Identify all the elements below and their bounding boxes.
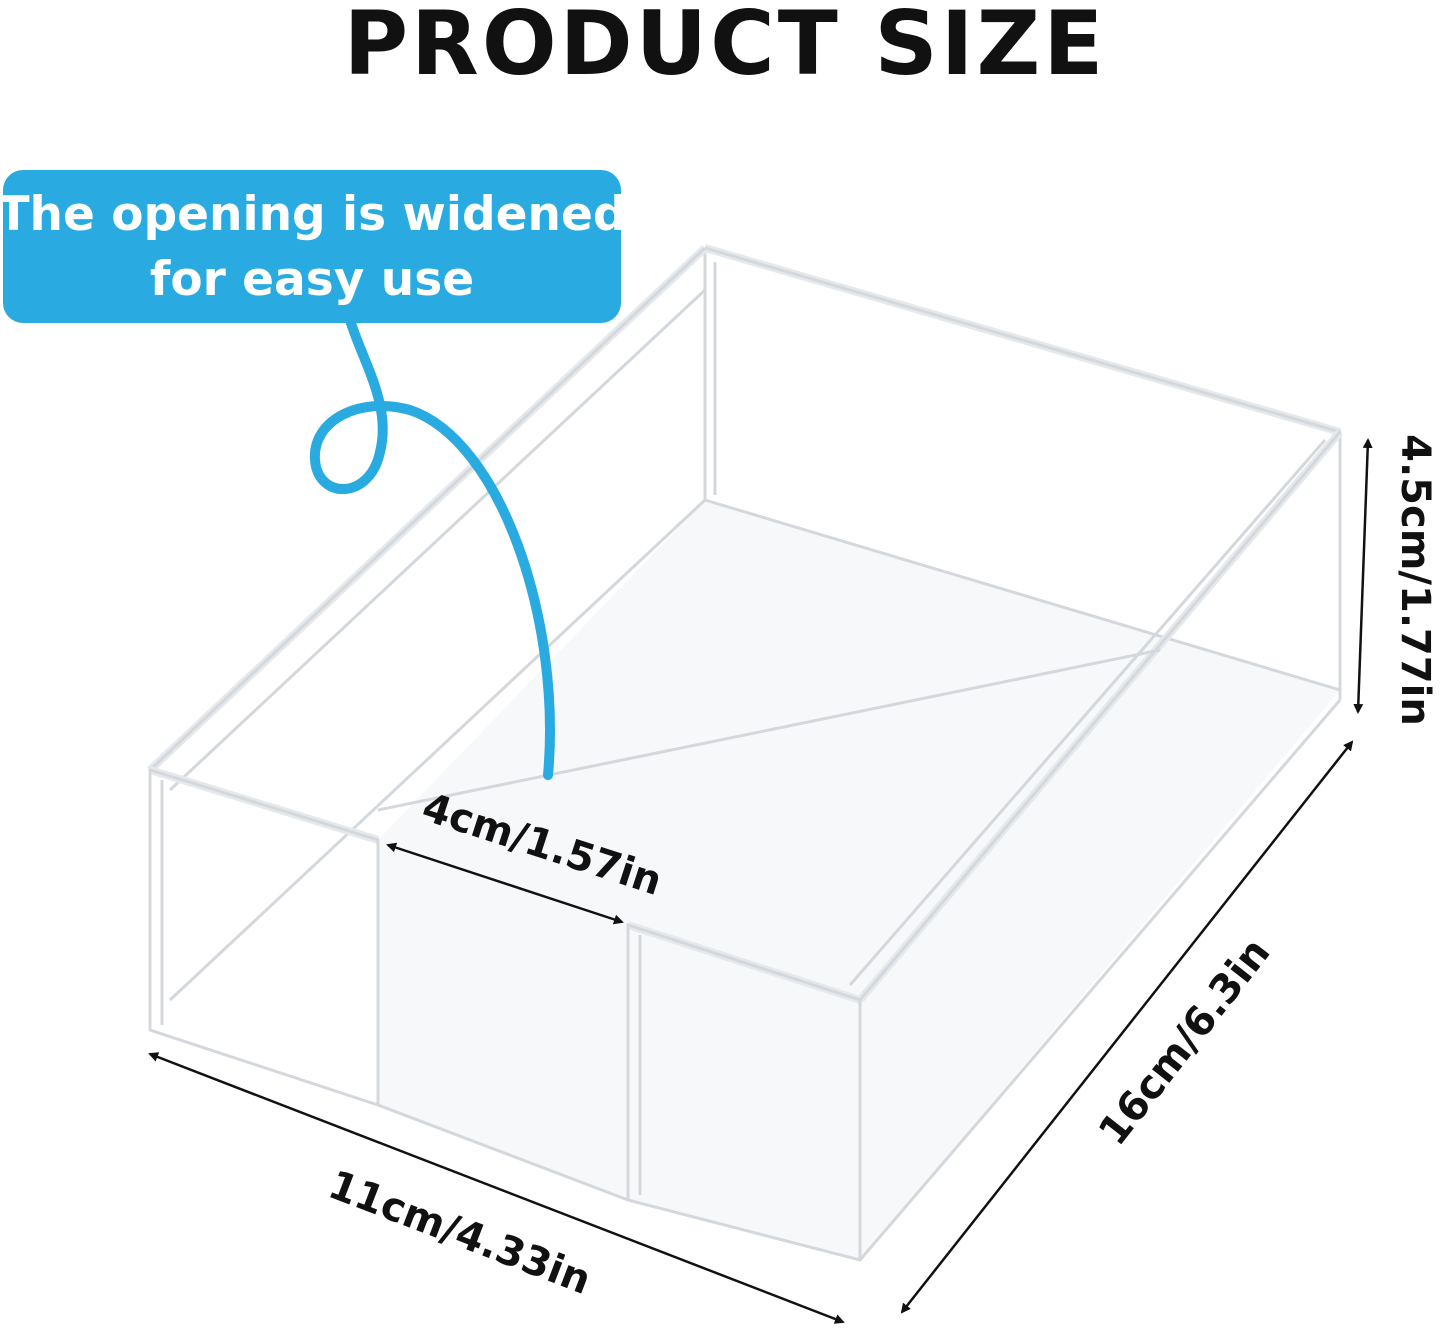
callout-line-1: The opening is widened [0, 187, 627, 242]
length-arrow [900, 740, 1354, 1314]
height-label: 4.5cm/1.77in [1392, 434, 1438, 726]
height-arrow [1353, 438, 1373, 714]
callout-pointer-line [309, 315, 555, 780]
width-arrow [148, 1052, 845, 1324]
opening-arrow [386, 842, 624, 925]
page-title: PRODUCT SIZE [344, 0, 1107, 95]
callout-line-2: for easy use [150, 252, 474, 307]
width-label: 11cm/4.33in [322, 1162, 597, 1304]
length-label: 16cm/6.3in [1090, 930, 1279, 1154]
callout-box [3, 170, 621, 323]
